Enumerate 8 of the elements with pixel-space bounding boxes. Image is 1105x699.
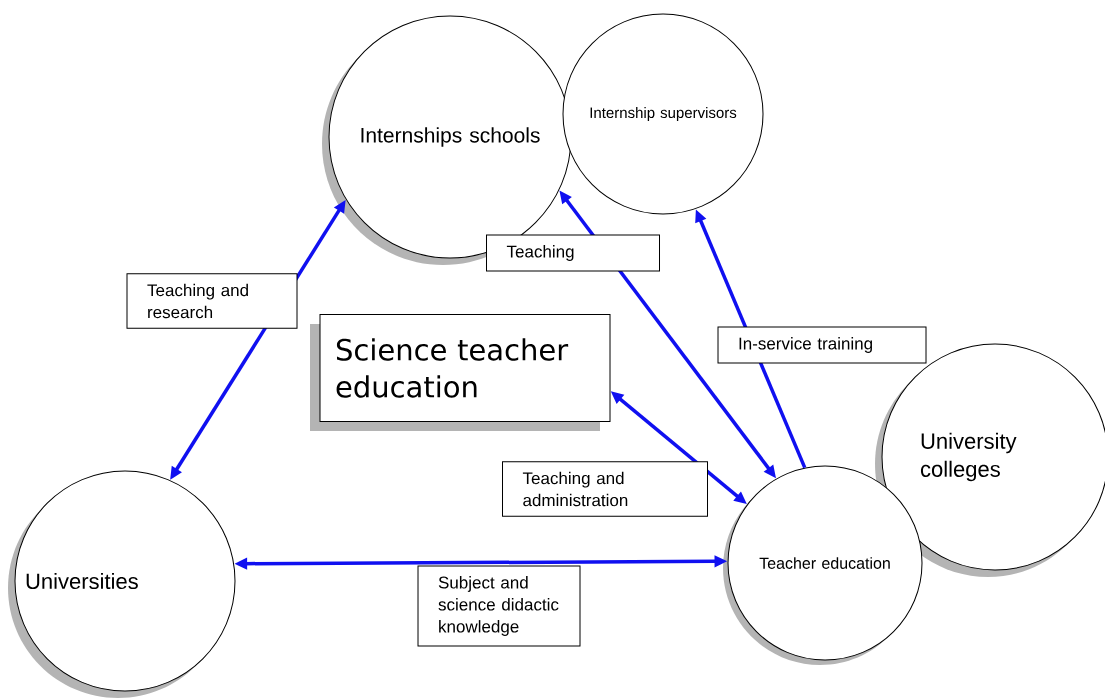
circle-node: Universities <box>8 470 236 698</box>
edge-label: Subject and science didactic knowledge <box>417 565 581 647</box>
title-box: Science teacher education <box>310 314 611 431</box>
edge-label: Teaching and administration <box>502 461 708 517</box>
edge-label: Teaching and research <box>126 273 298 329</box>
circle-node: Internship supervisors <box>562 13 764 215</box>
edge-label: Teaching <box>486 234 660 272</box>
edge-label: In-service training <box>717 326 927 364</box>
